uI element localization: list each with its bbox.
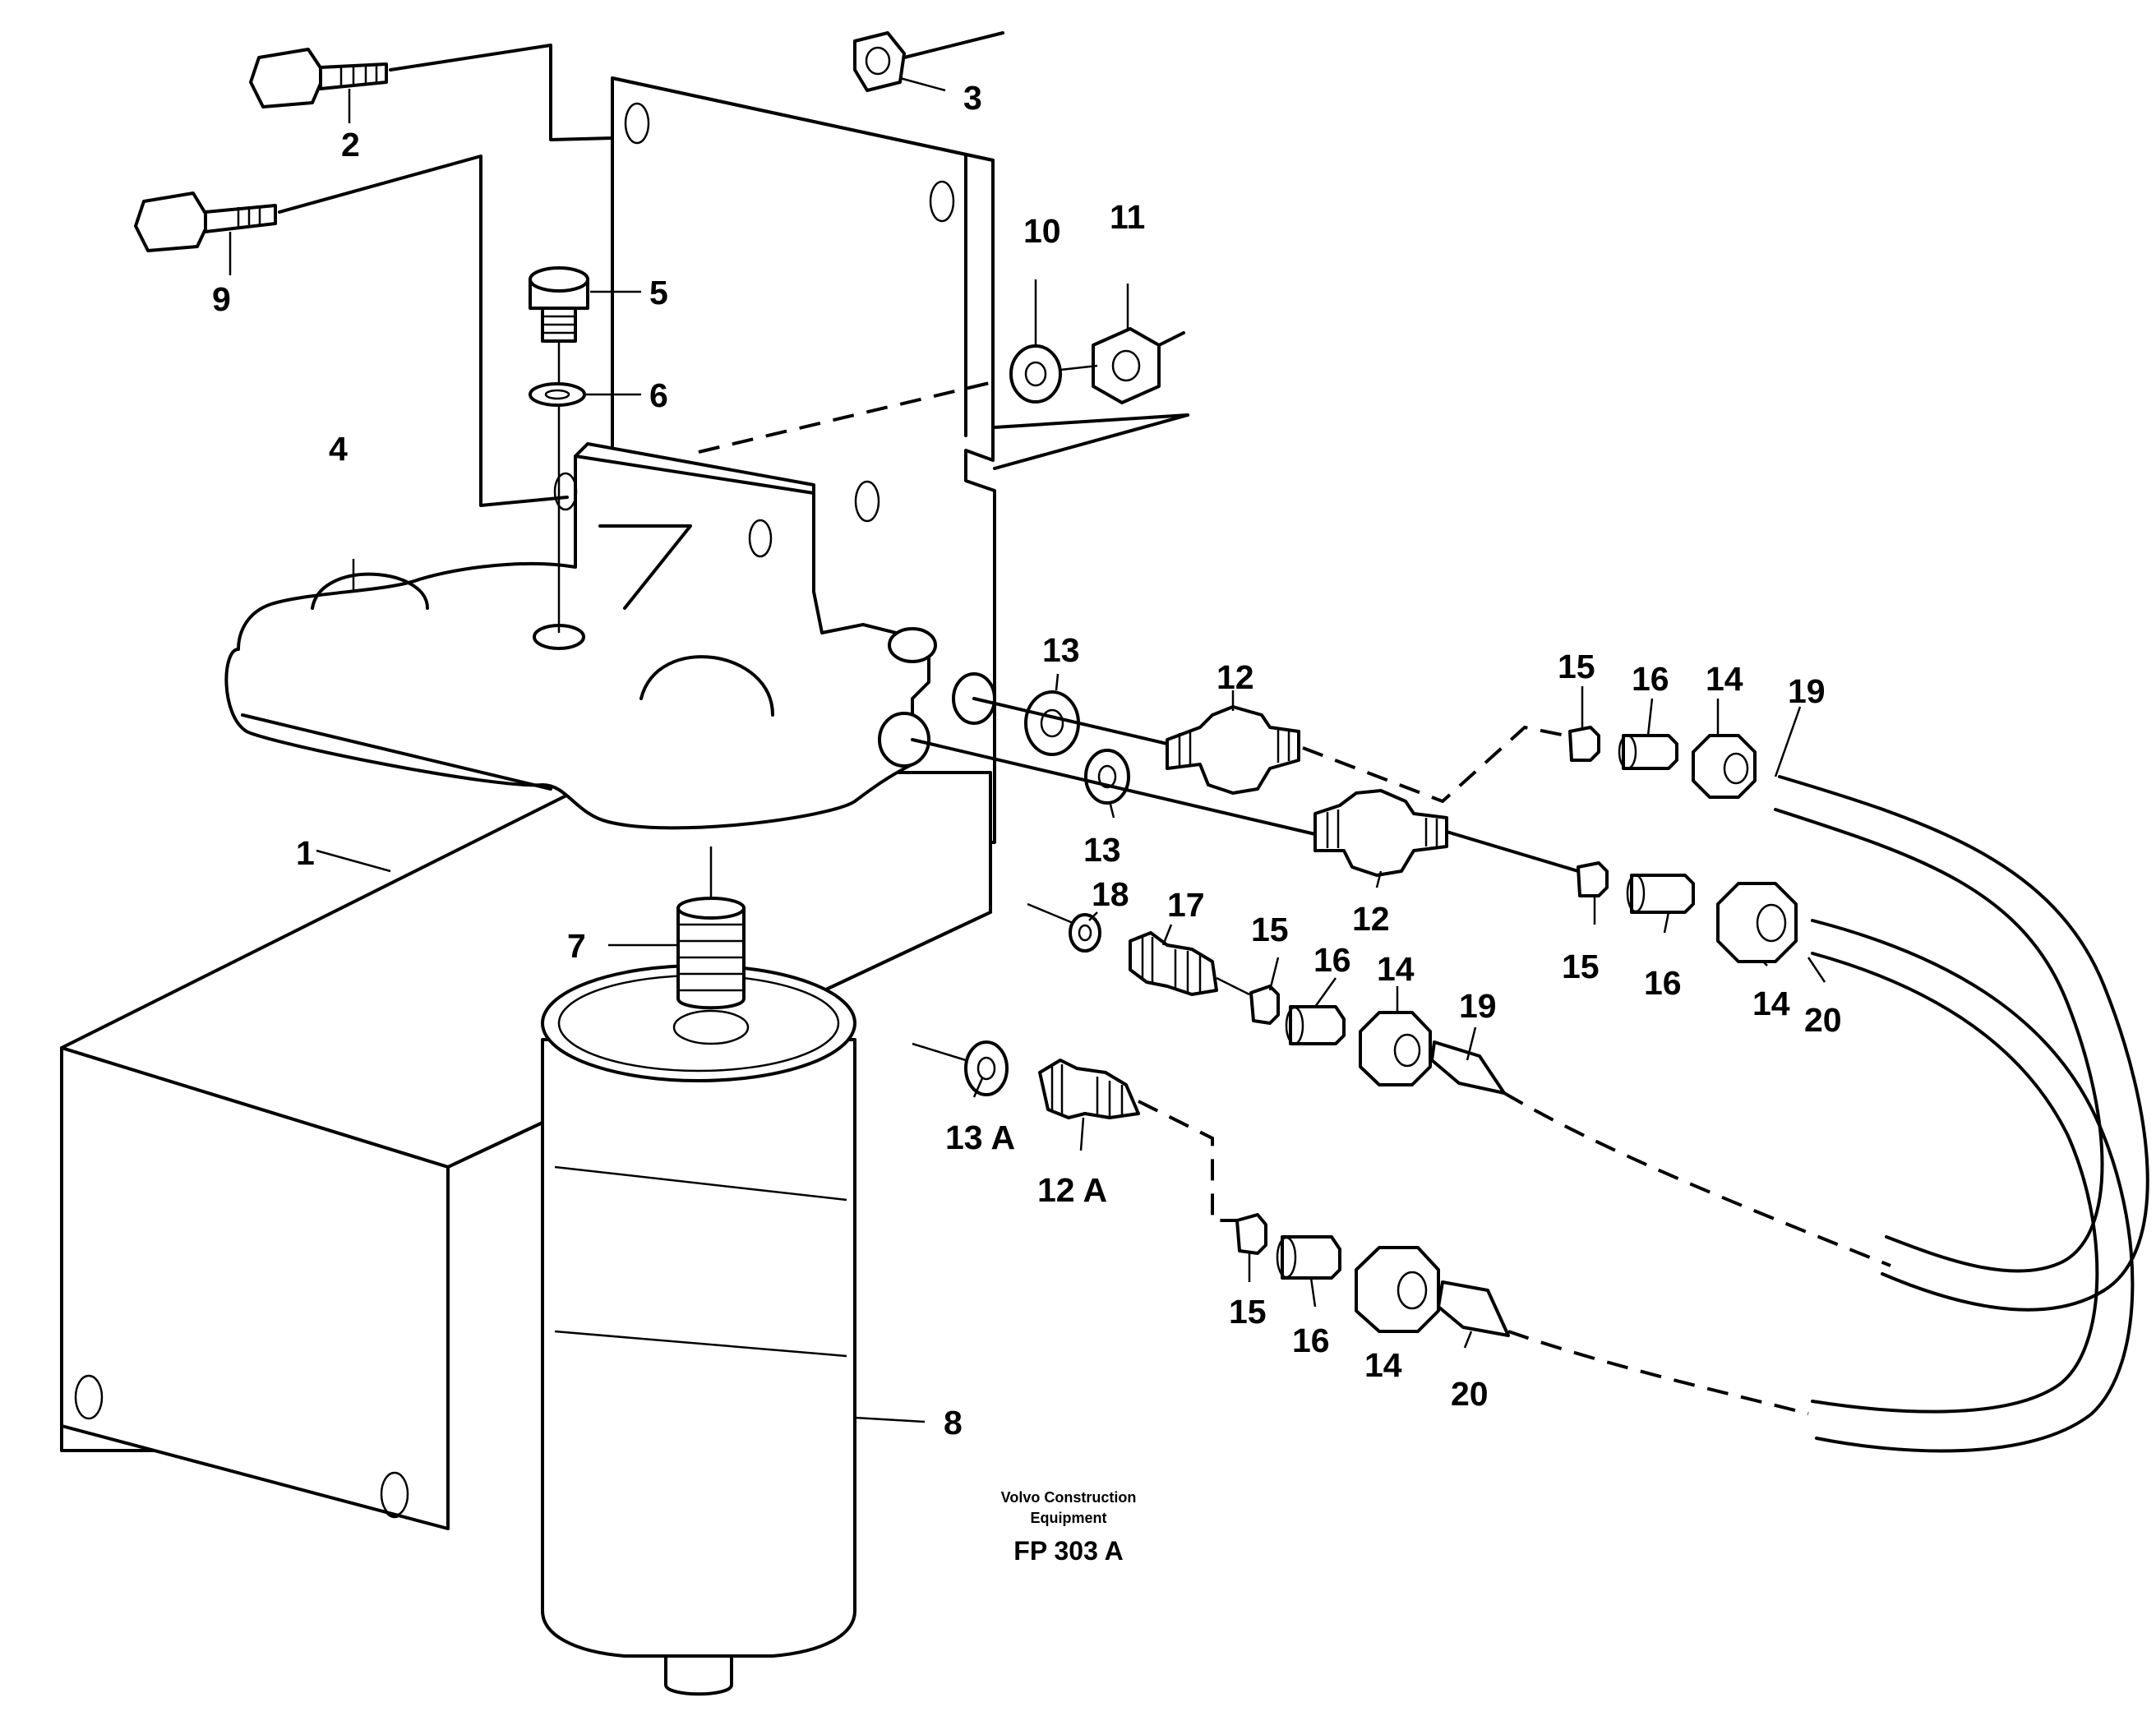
callout-16-b: 16 — [1644, 964, 1682, 1002]
leader-lines — [316, 559, 1826, 1423]
callout-13-lower: 13 — [1083, 831, 1121, 869]
ferrule-16-d — [1276, 1235, 1341, 1280]
callout-8: 8 — [944, 1404, 963, 1442]
callout-16-d: 16 — [1292, 1322, 1330, 1359]
callout-20-b: 20 — [1451, 1375, 1489, 1413]
callout-15-b: 15 — [1562, 948, 1600, 985]
washer-6 — [529, 382, 641, 407]
callout-14-a: 14 — [1706, 660, 1743, 698]
callout-12-upper: 12 — [1217, 658, 1254, 696]
screw-5 — [529, 266, 641, 633]
nut-3 — [853, 31, 1004, 92]
hose-20 — [1811, 919, 2135, 1453]
bolt-2 — [249, 44, 614, 141]
credit-line-1: Volvo Construction — [1001, 1489, 1137, 1506]
sleeve-15-a — [1568, 726, 1600, 762]
washer-13a — [964, 1040, 1009, 1096]
fitting-17 — [1129, 931, 1218, 996]
hose-19 — [1774, 775, 2149, 1312]
washer-10 — [1009, 279, 1062, 404]
callout-14-c: 14 — [1377, 950, 1415, 988]
callout-16-a: 16 — [1632, 660, 1669, 698]
hose-20-short — [1437, 1280, 1809, 1415]
filter-head — [224, 442, 996, 830]
callout-20-a: 20 — [1804, 1001, 1842, 1039]
callout-19-b: 19 — [1459, 987, 1497, 1025]
callout-4: 4 — [329, 430, 348, 468]
callout-6: 6 — [649, 376, 668, 414]
fitting-12-upper — [1166, 705, 1300, 795]
callout-14-b: 14 — [1752, 985, 1790, 1022]
sleeve-15-b — [1577, 861, 1609, 897]
ferrule-16-c — [1285, 1005, 1346, 1045]
sleeve-15-d — [1235, 1213, 1267, 1255]
callout-5: 5 — [649, 274, 668, 311]
credit-line-2: Equipment — [1031, 1510, 1107, 1526]
threaded-nipple — [676, 846, 746, 1010]
callout-12a: 12 A — [1037, 1171, 1107, 1209]
callout-14-d: 14 — [1364, 1346, 1402, 1384]
nut-14-a — [1692, 734, 1757, 799]
callout-11: 11 — [1110, 198, 1145, 236]
callout-2: 2 — [341, 126, 360, 164]
callout-10: 10 — [1023, 212, 1061, 250]
ferrule-16-a — [1618, 734, 1678, 770]
callout-17: 17 — [1167, 886, 1205, 924]
nut-14-d — [1355, 1246, 1440, 1333]
nut-14-b — [1716, 882, 1798, 963]
callout-labels: 1 2 3 4 5 6 7 8 9 10 11 12 12 12 A 13 13… — [212, 79, 1842, 1442]
callout-15-a: 15 — [1558, 648, 1595, 685]
callout-19-a: 19 — [1788, 672, 1826, 710]
fitting-12-lower — [1313, 789, 1448, 877]
oil-filter — [541, 964, 856, 1696]
callout-7: 7 — [567, 927, 586, 965]
nut-14-c — [1359, 1011, 1432, 1086]
credit-block: Volvo Construction Equipment FP 303 A — [1001, 1489, 1137, 1566]
sleeve-15-c — [1249, 985, 1280, 1025]
washer-13-lower — [1084, 749, 1130, 805]
bolt-9 — [134, 155, 569, 507]
ferrule-16-b — [1626, 874, 1695, 914]
nut-11 — [1060, 284, 1185, 404]
callout-9: 9 — [212, 280, 231, 318]
callout-13a: 13 A — [945, 1119, 1015, 1156]
hose-19-short — [1430, 1040, 1891, 1267]
callout-15-d: 15 — [1229, 1293, 1267, 1331]
callout-15-c: 15 — [1251, 911, 1289, 948]
callout-13-upper: 13 — [1042, 631, 1080, 669]
callout-1: 1 — [296, 834, 315, 872]
callout-12-lower: 12 — [1352, 900, 1390, 938]
callout-16-c: 16 — [1313, 941, 1351, 979]
callout-3: 3 — [963, 79, 982, 117]
washer-13-upper — [1024, 690, 1080, 756]
figure-code: FP 303 A — [1013, 1536, 1123, 1566]
washer-18 — [1069, 913, 1101, 953]
callout-18: 18 — [1092, 875, 1129, 913]
fitting-12a — [1038, 1059, 1140, 1119]
